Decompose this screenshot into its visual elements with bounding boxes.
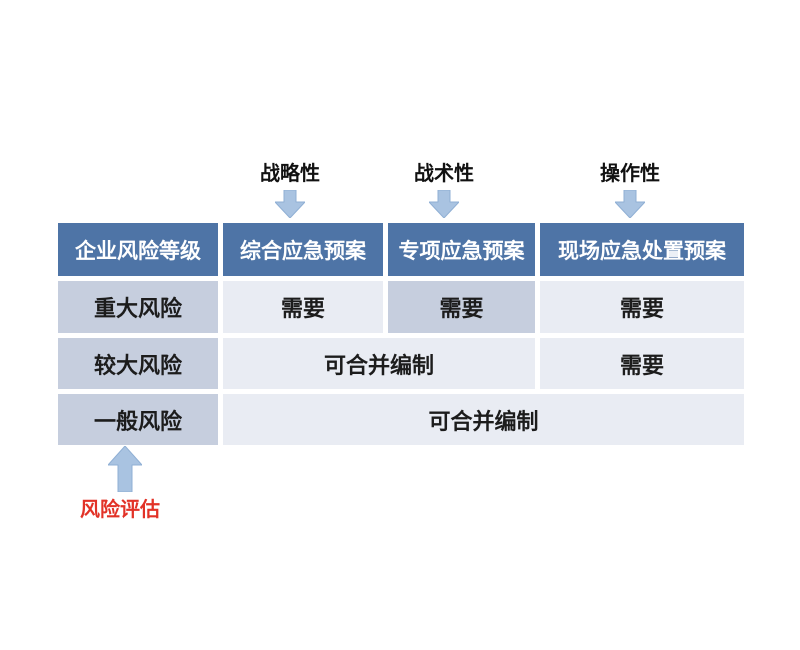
header-comprehensive-plan: 综合应急预案: [223, 223, 383, 276]
risk-plan-table: 企业风险等级 综合应急预案 专项应急预案 现场应急处置预案 重大风险 需要 需要…: [58, 223, 744, 445]
annotation-operational-label: 操作性: [600, 161, 660, 185]
annotation-strategic: 战略性: [260, 160, 320, 218]
header-special-plan: 专项应急预案: [388, 223, 535, 276]
annotation-operational: 操作性: [600, 160, 660, 218]
annotation-tactical: 战术性: [414, 160, 474, 218]
arrow-down-icon: [615, 186, 645, 218]
header-onsite-plan: 现场应急处置预案: [540, 223, 744, 276]
cell-major-comprehensive: 需要: [223, 281, 383, 333]
annotation-strategic-label: 战略性: [260, 161, 320, 185]
arrow-up-icon: [107, 445, 143, 497]
row-label-larger-risk: 较大风险: [58, 338, 218, 389]
row-label-major-risk: 重大风险: [58, 281, 218, 333]
cell-general-merged: 可合并编制: [223, 394, 744, 445]
header-risk-level: 企业风险等级: [58, 223, 218, 276]
cell-larger-onsite: 需要: [540, 338, 744, 389]
risk-assessment-label: 风险评估: [80, 497, 160, 521]
arrow-down-icon: [275, 186, 305, 218]
cell-larger-merged: 可合并编制: [223, 338, 535, 389]
arrow-down-icon: [429, 186, 459, 218]
cell-major-onsite: 需要: [540, 281, 744, 333]
row-label-general-risk: 一般风险: [58, 394, 218, 445]
cell-major-special: 需要: [388, 281, 535, 333]
annotation-tactical-label: 战术性: [414, 161, 474, 185]
